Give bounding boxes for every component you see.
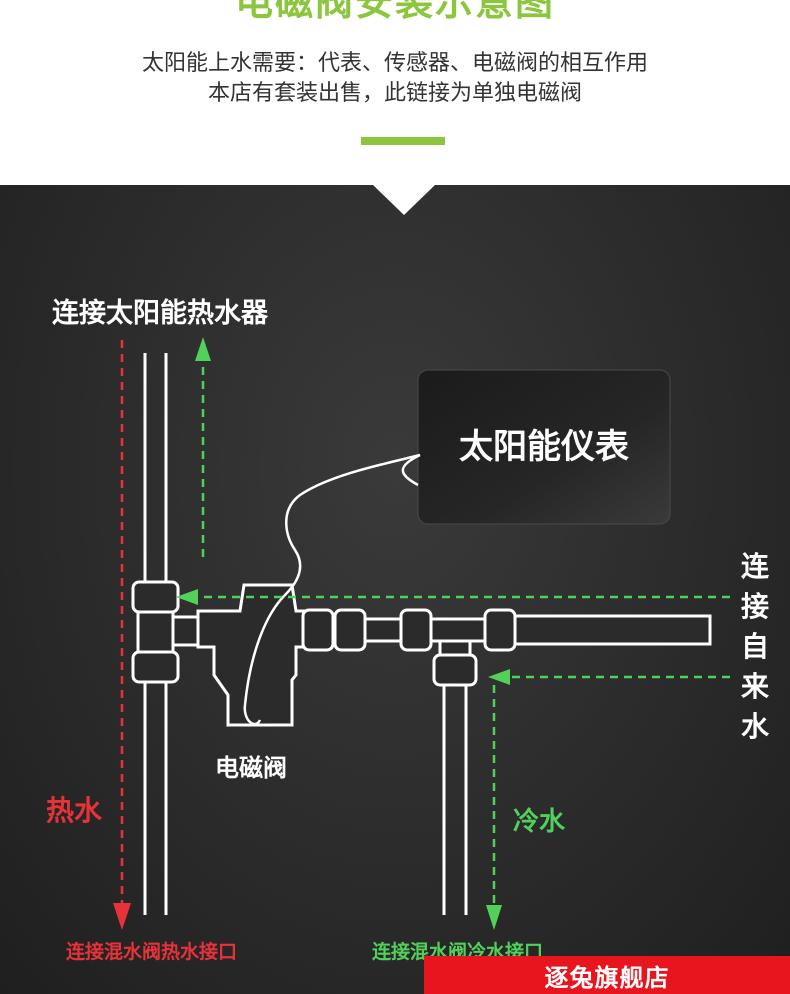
tap-water-pipe [513, 614, 712, 646]
pipe-nut-2 [333, 608, 367, 652]
label-solar-heater: 连接太阳能热水器 [52, 298, 268, 329]
sensor-wire [243, 453, 421, 726]
pipe-segment-1 [363, 617, 403, 643]
sensor-wire-branch [401, 453, 421, 487]
left-stub [171, 615, 200, 647]
diagram-panel: 连接太阳能热水器 太阳能仪表 电磁阀 热水 冷水 连接自来水 连接混水阀热水接口… [0, 185, 790, 994]
title-underline [361, 137, 445, 145]
solar-up-arrow-head [195, 337, 211, 361]
pipe-nut-4 [483, 608, 517, 652]
installation-diagram [113, 185, 730, 930]
label-solenoid-valve: 电磁阀 [215, 754, 287, 782]
subtitle-line-1: 太阳能上水需要：代表、传感器、电磁阀的相互作用 [141, 51, 648, 76]
cold-water-arrow-head [486, 905, 502, 930]
left-coupling-bottom [131, 650, 180, 684]
label-hot-outlet: 连接混水阀热水接口 [66, 941, 238, 963]
label-tap-water: 连接自来水 [740, 550, 769, 743]
pipe-nut-1 [301, 608, 335, 652]
inlet-arrow-head [176, 589, 198, 605]
left-coupling-top [131, 580, 180, 614]
panel-notch [373, 185, 435, 215]
label-hot-water: 热水 [46, 794, 103, 827]
cold-coupling [432, 653, 478, 687]
solar-meter-box [417, 369, 671, 525]
header: 电磁阀安装示意图 太阳能上水需要：代表、传感器、电磁阀的相互作用 本店有套装出售… [0, 0, 790, 185]
tap-arrow-head [488, 669, 510, 685]
left-tee [136, 610, 175, 654]
hot-water-arrow-head [113, 903, 131, 930]
pipe-segment-2 [429, 617, 487, 643]
page-title: 电磁阀安装示意图 [234, 0, 555, 24]
label-cold-water: 冷水 [513, 807, 566, 837]
label-solar-meter: 太阳能仪表 [459, 427, 629, 467]
pipe-nut-3 [399, 608, 433, 652]
shop-badge[interactable]: 逐兔旗舰店 [424, 956, 790, 994]
subtitle-line-2: 本店有套装出售，此链接为单独电磁阀 [207, 81, 582, 106]
